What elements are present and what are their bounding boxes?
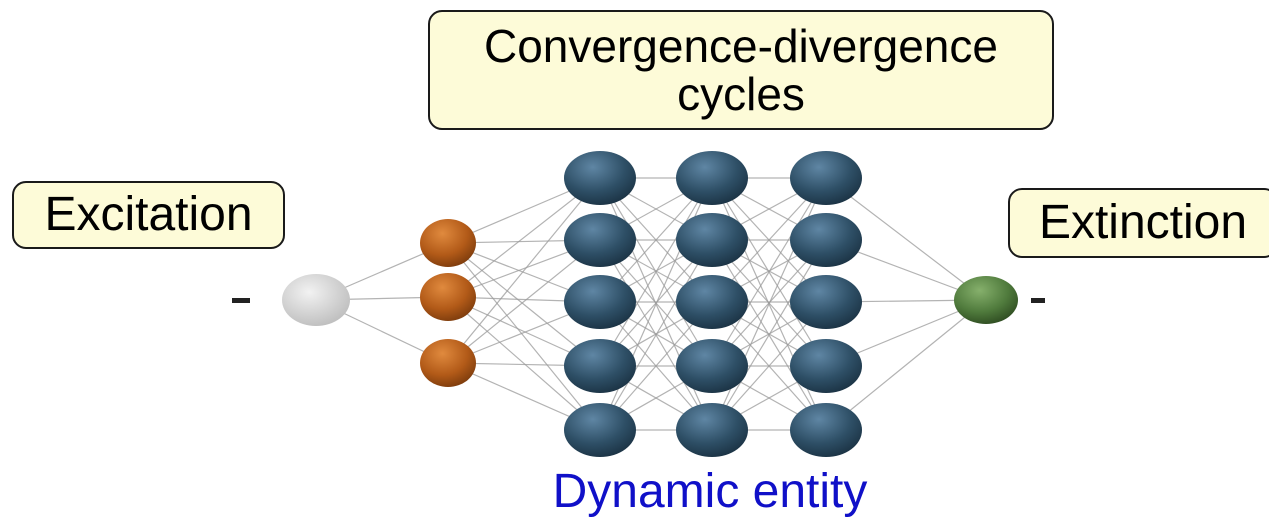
connection-line — [447, 242, 601, 431]
hidden-node — [676, 275, 748, 329]
hidden-node — [676, 403, 748, 457]
convergence-label-line1: Convergence-divergence — [484, 20, 998, 72]
connection-line — [825, 177, 987, 301]
connection-line — [447, 177, 601, 298]
dynamic-entity-caption: Dynamic entity — [552, 465, 868, 518]
hidden-node — [564, 403, 636, 457]
connection-line — [825, 299, 987, 431]
convergence-divergence-label: Convergence-divergence cycles — [428, 10, 1054, 130]
hidden-node — [676, 151, 748, 205]
excitation-label: Excitation — [12, 181, 285, 249]
output-node — [954, 276, 1018, 324]
first-node — [420, 273, 476, 321]
connection-line — [711, 177, 827, 367]
first-node — [420, 219, 476, 267]
connection-line — [599, 177, 713, 367]
connection-lines — [315, 177, 987, 431]
hidden-node — [564, 151, 636, 205]
connection-line — [711, 239, 827, 431]
input-node — [282, 274, 350, 326]
first-node — [420, 339, 476, 387]
hidden-node — [790, 151, 862, 205]
hidden-node — [790, 339, 862, 393]
hidden-node — [790, 213, 862, 267]
output-arrow — [1031, 298, 1045, 303]
connection-line — [447, 296, 601, 431]
connection-line — [447, 177, 601, 364]
extinction-label: Extinction — [1008, 188, 1269, 258]
convergence-label-line2: cycles — [677, 68, 805, 120]
neuron-nodes — [282, 151, 1018, 457]
hidden-node — [564, 213, 636, 267]
hidden-node — [676, 213, 748, 267]
input-arrow — [232, 298, 250, 303]
connection-line — [599, 239, 713, 431]
hidden-node — [790, 403, 862, 457]
hidden-node — [790, 275, 862, 329]
connection-line — [447, 239, 601, 364]
connection-line — [447, 242, 601, 367]
hidden-node — [564, 275, 636, 329]
hidden-node — [564, 339, 636, 393]
hidden-node — [676, 339, 748, 393]
